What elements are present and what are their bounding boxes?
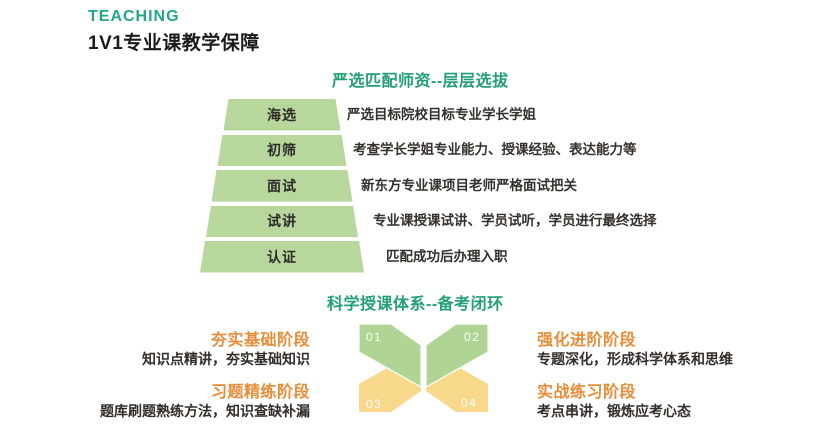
stage-01-title: 夯实基础阶段 <box>210 332 310 349</box>
funnel-band-label: 海选 <box>267 106 297 123</box>
stage-01-desc: 知识点精讲，夯实基础知识 <box>142 351 310 367</box>
wing-03-number: 03 <box>366 397 382 411</box>
wing-02-number: 02 <box>464 330 480 344</box>
wing-01-number: 01 <box>366 330 382 344</box>
wing-02-shape <box>425 323 489 389</box>
funnel-desc-1: 严选目标院校目标专业学长学姐 <box>347 107 536 122</box>
system-section-heading: 科学授课体系--备考闭环 <box>327 296 504 313</box>
funnel-desc-2: 考查学长学姐专业能力、授课经验、表达能力等 <box>353 142 637 157</box>
stage-04-title: 实战练习阶段 <box>537 384 637 401</box>
page-title: 1V1专业课教学保障 <box>88 33 260 54</box>
selection-section-heading: 严选匹配师资--层层选拔 <box>332 73 509 90</box>
wing-01-shape <box>358 323 422 389</box>
funnel-band-chushai: 初筛 <box>218 135 347 167</box>
funnel-band-label: 认证 <box>267 248 297 265</box>
funnel-band-label: 初筛 <box>267 142 297 159</box>
funnel-band-haixuan: 海选 <box>224 99 341 131</box>
funnel-band-renzheng: 认证 <box>200 241 364 273</box>
stage-03-desc: 题库刷题熟练方法，知识查缺补漏 <box>100 403 310 419</box>
funnel-band-mianshi: 面试 <box>212 170 353 202</box>
stage-03-title: 习题精练阶段 <box>210 384 310 401</box>
funnel-desc-4: 专业课授课试讲、学员试听，学员进行最终选择 <box>373 213 657 228</box>
stage-04-desc: 考点串讲，锻炼应考心态 <box>537 403 691 419</box>
funnel-band-label: 试讲 <box>267 213 297 230</box>
stage-02-title: 强化进阶阶段 <box>537 332 637 349</box>
stage-02-desc: 专题深化，形成科学体系和思维 <box>537 351 733 367</box>
funnel-band-shijiang: 试讲 <box>206 206 358 238</box>
page-eyebrow: TEACHING <box>88 8 180 25</box>
funnel-desc-3: 新东方专业课项目老师严格面试把关 <box>361 178 577 193</box>
funnel-band-label: 面试 <box>267 177 297 194</box>
cycle-butterfly-graphic: 01 02 03 04 <box>358 323 489 412</box>
wing-04-number: 04 <box>461 396 477 410</box>
funnel-desc-5: 匹配成功后办理入职 <box>386 249 508 264</box>
